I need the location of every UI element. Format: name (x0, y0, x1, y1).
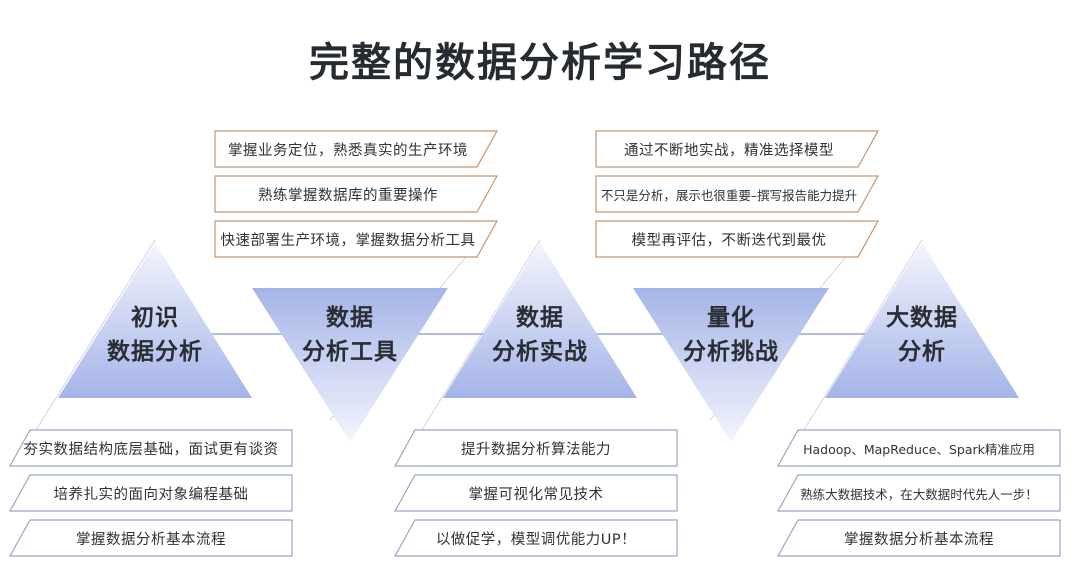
guide-line (399, 239, 541, 466)
stage-label-line: 大数据 (886, 305, 958, 331)
tag-frame (214, 220, 499, 258)
stage-1-label: 初识 数据分析 (75, 301, 235, 369)
stage-label-line: 分析实战 (492, 339, 588, 365)
tag-frame (214, 175, 499, 213)
stage-2-label: 数据 分析工具 (270, 301, 430, 369)
tag-frame (595, 220, 880, 258)
stage-label-line: 初识 (131, 305, 179, 331)
top-left-tag: 快速部署生产环境，掌握数据分析工具 (220, 232, 476, 249)
stage-5-label: 大数据 分析 (842, 301, 1002, 369)
tag-frame (393, 474, 678, 512)
stage-label-line: 数据 (516, 305, 564, 331)
top-left-tag: 掌握业务定位，熟悉真实的生产环境 (228, 142, 468, 159)
stage-4-triangle (633, 288, 829, 442)
top-right-tag: 通过不断地实战，精准选择模型 (624, 142, 834, 159)
top-right-tag: 模型再评估，不断迭代到最优 (631, 232, 827, 249)
tag-frame (595, 130, 880, 168)
stage-label-line: 分析工具 (302, 339, 398, 365)
tag-frame (8, 429, 293, 467)
guide-line (13, 239, 156, 466)
stage-label-line: 量化 (707, 305, 755, 331)
bottom-mid-tag: 提升数据分析算法能力 (461, 441, 611, 458)
stage-label-line: 分析挑战 (683, 339, 779, 365)
tag-frame (214, 130, 499, 168)
tag-frame (393, 429, 678, 467)
top-left-tag: 熟练掌握数据库的重要操作 (258, 187, 438, 204)
stage-3-label: 数据 分析实战 (460, 301, 620, 369)
bottom-left-tag: 夯实数据结构底层基础，面试更有谈资 (23, 441, 279, 458)
stage-label-line: 数据 (326, 305, 374, 331)
guide-line (781, 239, 923, 466)
tag-frame (776, 429, 1061, 467)
bottom-mid-tag: 以做促学，模型调优能力UP！ (435, 531, 637, 548)
page-title: 完整的数据分析学习路径 (309, 40, 771, 86)
bottom-mid-tag: 掌握可视化常见技术 (468, 486, 604, 503)
tag-frame (776, 519, 1061, 557)
stage-label-line: 分析 (898, 339, 946, 365)
bottom-right-tag: Hadoop、MapReduce、Spark精准应用 (803, 441, 1035, 457)
stage-2-triangle (252, 288, 448, 442)
tag-frame (776, 474, 1061, 512)
bottom-left-tag: 培养扎实的面向对象编程基础 (53, 486, 249, 503)
stage-4-label: 量化 分析挑战 (651, 301, 811, 369)
stage-label-line: 数据分析 (107, 339, 203, 365)
top-right-tag: 不只是分析，展示也很重要–撰写报告能力提升 (600, 187, 858, 203)
stage-1-triangle (58, 243, 252, 398)
bottom-right-tag: 掌握数据分析基本流程 (844, 531, 994, 548)
bottom-right-tag: 熟练大数据技术，在大数据时代先人一步！ (800, 486, 1038, 502)
tag-frame (8, 474, 293, 512)
tag-frame (8, 519, 293, 557)
stage-3-triangle (443, 243, 637, 398)
stage-5-triangle (825, 243, 1019, 398)
tag-frame (595, 175, 880, 213)
bottom-left-tag: 掌握数据分析基本流程 (76, 531, 226, 548)
tag-frame (393, 519, 678, 557)
